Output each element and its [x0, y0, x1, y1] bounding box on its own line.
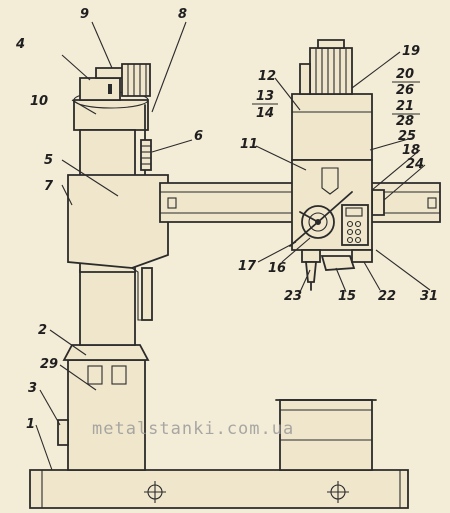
callout-9: 9	[80, 7, 89, 22]
callout-31: 31	[420, 289, 438, 304]
column-top-motor	[79, 63, 151, 101]
leader-lines	[35, 21, 431, 471]
callout-5: 5	[44, 153, 53, 168]
callout-25: 25	[398, 129, 416, 144]
control-panel	[341, 204, 369, 246]
callout-23: 23	[284, 289, 302, 304]
watermark-text: metalstanki.com.ua	[92, 419, 294, 439]
callout-28: 28	[396, 114, 414, 129]
callout-6: 6	[194, 129, 203, 144]
callout-10: 10	[30, 94, 48, 109]
callout-12: 12	[258, 69, 276, 84]
callout-13: 13	[256, 89, 274, 104]
callout-2: 2	[38, 323, 47, 338]
callout-16: 16	[268, 261, 286, 276]
callout-19: 19	[402, 44, 420, 59]
callout-18: 18	[402, 143, 420, 158]
callout-3: 3	[28, 381, 37, 396]
callout-7: 7	[44, 179, 54, 194]
callout-24: 24	[406, 157, 424, 172]
arm-sleeve	[67, 174, 169, 321]
callout-26: 26	[396, 83, 414, 98]
feed-handwheel	[289, 191, 353, 247]
callout-11: 11	[240, 137, 258, 152]
callout-1: 1	[26, 417, 35, 432]
callouts: 4 9 8 10 6 5 7 2 29 3 1 12 13 14 11 19 2…	[15, 7, 438, 432]
column-pedestal	[57, 344, 150, 471]
callout-8: 8	[178, 7, 187, 22]
callout-15: 15	[338, 289, 356, 304]
callout-20: 20	[396, 67, 414, 82]
callout-21: 21	[396, 99, 414, 114]
lift-screw	[140, 104, 152, 176]
work-table	[275, 399, 377, 471]
callout-22: 22	[378, 289, 396, 304]
callout-17: 17	[238, 259, 257, 274]
base-plate	[29, 469, 409, 509]
callout-14: 14	[256, 106, 274, 121]
callout-29: 29	[40, 357, 58, 372]
callout-4: 4	[15, 37, 25, 52]
